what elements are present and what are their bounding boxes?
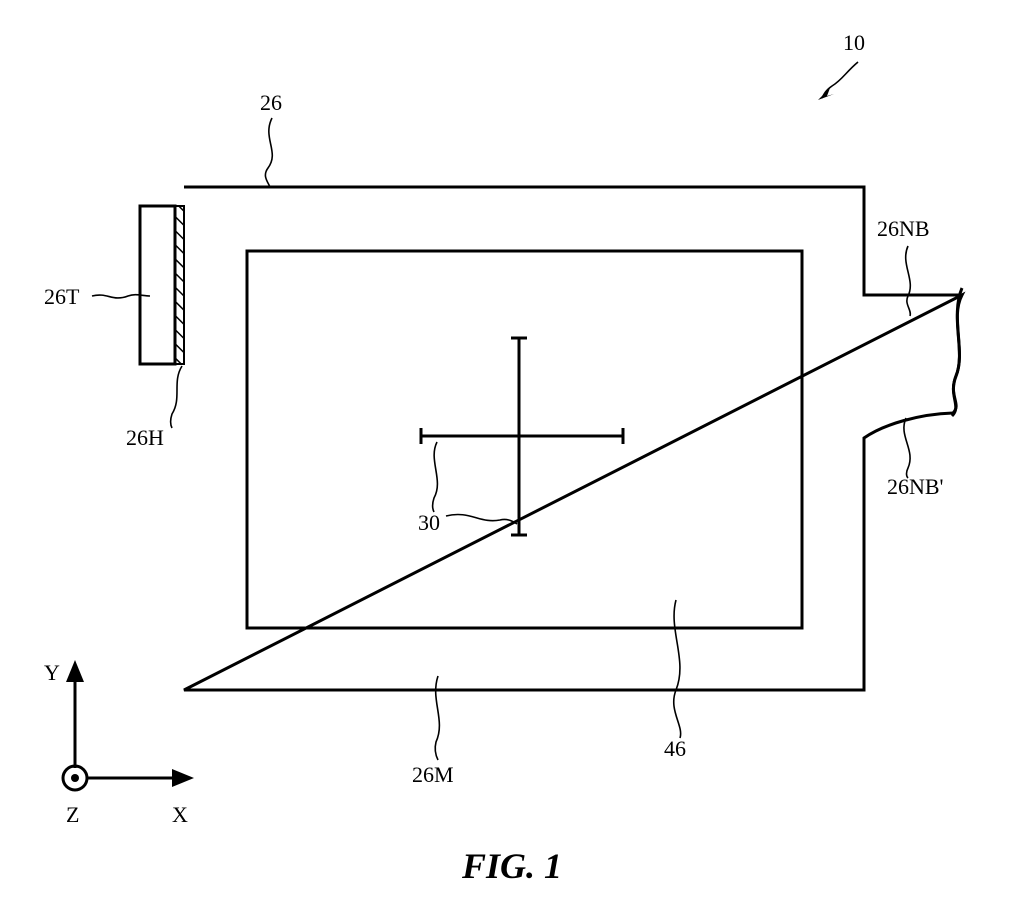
leader-housing-26 bbox=[264, 117, 273, 188]
label-neck-26NB-alt: 26NB' bbox=[887, 474, 944, 499]
hinge-26H bbox=[174, 205, 185, 365]
arrow-head-device-10 bbox=[818, 88, 834, 100]
inner-region-46 bbox=[245, 249, 804, 630]
axis-label-y: Y bbox=[44, 660, 60, 685]
label-neck-26NB: 26NB bbox=[877, 216, 930, 241]
figure-title: FIG. 1 bbox=[461, 846, 562, 886]
z-axis-dot-icon bbox=[71, 774, 79, 782]
leader-hinge-26H bbox=[169, 365, 183, 429]
leader-neck-26NB bbox=[904, 245, 912, 317]
leader-inner-region-46 bbox=[673, 599, 682, 739]
label-hinge-26H: 26H bbox=[126, 425, 164, 450]
label-tab-26T: 26T bbox=[44, 284, 80, 309]
coordinate-axes bbox=[61, 660, 194, 792]
x-axis-arrow-icon bbox=[172, 769, 194, 787]
label-crosshair-30: 30 bbox=[418, 510, 440, 535]
leader-crosshair-30-b bbox=[445, 513, 518, 525]
outer-housing-outline bbox=[183, 185, 966, 692]
axis-label-z: Z bbox=[66, 802, 79, 827]
label-housing-26: 26 bbox=[260, 90, 282, 115]
leader-crosshair-30-a bbox=[431, 441, 439, 513]
z-axis-circle-icon bbox=[61, 764, 89, 792]
axis-label-x: X bbox=[172, 802, 188, 827]
label-device-10: 10 bbox=[843, 30, 865, 55]
tab-26T bbox=[138, 204, 177, 366]
leader-tab-26T bbox=[91, 293, 151, 299]
label-inner-region-46: 46 bbox=[664, 736, 686, 761]
y-axis-arrow-icon bbox=[66, 660, 84, 682]
neck-break-line bbox=[950, 287, 964, 418]
leader-margin-26M bbox=[434, 675, 441, 761]
crosshair-30 bbox=[419, 336, 625, 537]
leader-neck-26NB-alt bbox=[903, 417, 911, 479]
label-margin-26M: 26M bbox=[412, 762, 454, 787]
